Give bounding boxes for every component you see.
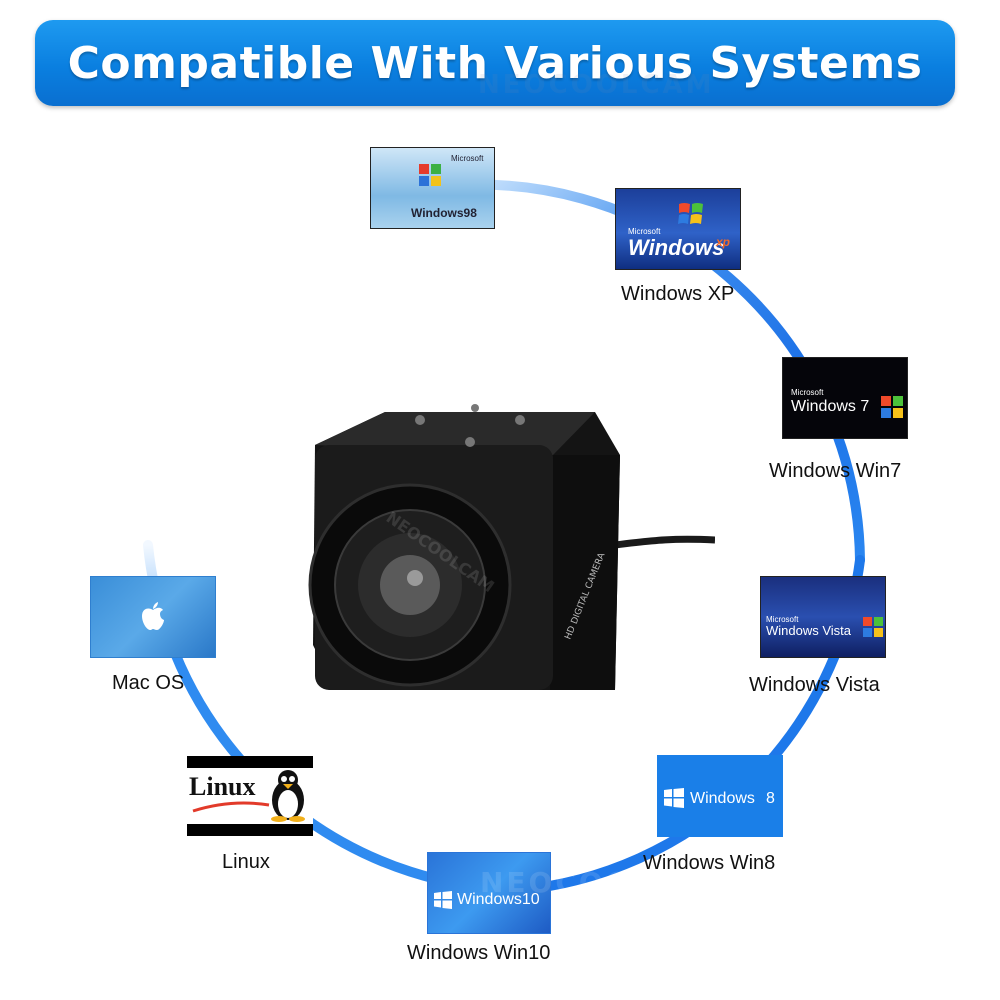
linux-top-stripe xyxy=(187,756,313,768)
mount-screw-2 xyxy=(465,437,475,447)
windows-8-wordmark: Windows xyxy=(690,790,755,807)
windows-10-wordmark: Windows10 xyxy=(457,891,540,908)
caption-linux: Linux xyxy=(222,851,270,873)
mount-screw-3 xyxy=(515,415,525,425)
mount-screw-1 xyxy=(415,415,425,425)
apple-logo-icon xyxy=(140,601,166,631)
linux-wordmark: Linux xyxy=(189,772,256,801)
windows-xp-wordmark: Windows xyxy=(628,235,725,260)
windows-flag-icon xyxy=(863,617,883,637)
usb-cable xyxy=(614,535,715,549)
windows-8-number: 8 xyxy=(766,790,775,807)
windows-logo-icon xyxy=(434,891,452,909)
tile-mac-os xyxy=(90,576,216,658)
windows-logo-icon xyxy=(664,788,684,808)
linux-swoosh-icon xyxy=(191,800,271,813)
tile-windows-10: Windows10 xyxy=(427,852,551,934)
camera-top-face xyxy=(315,412,595,455)
microsoft-label: Microsoft xyxy=(791,388,824,397)
banner-title: Compatible With Various Systems xyxy=(67,37,923,89)
tile-windows-7: Microsoft Windows 7 xyxy=(782,357,908,439)
lens-glass xyxy=(380,555,440,615)
caption-windows-win7: Windows Win7 xyxy=(769,460,902,482)
microsoft-label: Microsoft xyxy=(766,615,799,624)
camera-side-face xyxy=(550,455,620,690)
windows98-wordmark: Windows98 xyxy=(411,206,477,220)
camera-image: HD DIGITAL CAMERA NEOCOOLCAM xyxy=(308,404,715,690)
windows-7-wordmark: Windows 7 xyxy=(791,398,870,415)
windows-flag-icon xyxy=(881,396,903,418)
caption-windows-win8: Windows Win8 xyxy=(643,852,776,874)
linux-bottom-stripe xyxy=(187,824,313,836)
windows-vista-wordmark: Windows Vista xyxy=(766,623,852,638)
xp-suffix: xp xyxy=(716,235,731,249)
microsoft-label: Microsoft xyxy=(451,154,484,163)
caption-windows-vista: Windows Vista xyxy=(749,674,880,696)
watermark-top: NEOCOOLCAM xyxy=(478,70,715,100)
windows-flag-icon xyxy=(678,201,704,227)
lens-sensor xyxy=(407,570,423,586)
tile-windows-8: Windows 8 xyxy=(657,755,783,837)
mount-screw-4 xyxy=(471,404,479,412)
tile-windows-xp: Microsoft Windows xp xyxy=(615,188,741,270)
tux-penguin-icon xyxy=(267,768,309,822)
caption-mac-os: Mac OS xyxy=(112,672,185,694)
caption-windows-xp: Windows XP xyxy=(621,283,735,305)
title-banner: Compatible With Various Systems xyxy=(35,20,955,106)
microsoft-label: Microsoft xyxy=(628,227,661,236)
windows-flag-icon xyxy=(419,164,441,186)
caption-windows-win10: Windows Win10 xyxy=(407,942,551,964)
watermark-bottom: NEOCOOLCAM xyxy=(480,866,733,899)
tile-windows-vista: Microsoft Windows Vista xyxy=(760,576,886,658)
ring-arc-right-top xyxy=(425,179,865,565)
tile-windows98: Microsoft Windows98 xyxy=(370,147,495,229)
tile-linux: Linux xyxy=(187,756,313,836)
